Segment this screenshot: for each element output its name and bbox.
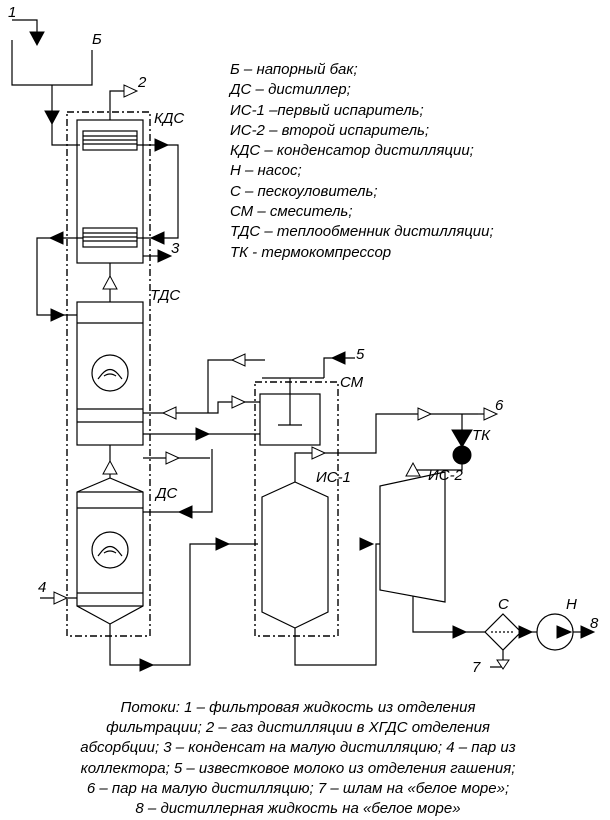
caption-line: Потоки: 1 – фильтровая жидкость из отдел… bbox=[120, 699, 476, 716]
evaporator1-vapor-outlet bbox=[294, 407, 478, 482]
distiller-bottom-outlet bbox=[109, 537, 258, 672]
vapor-up-condenser bbox=[102, 263, 118, 302]
equipment-legend: Б – напорный бак; ДС – дистиллер; ИС-1 –пе… bbox=[230, 60, 494, 263]
heat-exchanger: ТДС bbox=[76, 287, 180, 446]
legend-item: ИС-2 – второй испаритель; bbox=[230, 121, 430, 139]
legend-item: С – пескоуловитель; bbox=[230, 182, 378, 200]
stream-label-4: 4 bbox=[38, 579, 46, 596]
stream-7-outlet: 7 bbox=[472, 650, 510, 676]
caption-line: фильтрации; 2 – газ дистилляции в ХГДС о… bbox=[106, 719, 490, 737]
top-link-line bbox=[207, 353, 265, 413]
distiller-label: ДС bbox=[154, 485, 178, 502]
stream-label-7: 7 bbox=[472, 659, 481, 676]
legend-item: ТДС – теплообменник дистилляции; bbox=[230, 223, 494, 241]
evaporator2-to-sand-trap bbox=[412, 596, 485, 639]
condenser-label: КДС bbox=[154, 110, 184, 127]
stream-label-5: 5 bbox=[356, 346, 365, 363]
legend-item: ИС-1 –первый испаритель; bbox=[230, 101, 424, 119]
caption-line: 8 – дистиллерная жидкость на «белое море… bbox=[135, 800, 461, 818]
sand-trap-to-pump bbox=[518, 625, 537, 639]
condenser-coil-loop bbox=[137, 138, 179, 245]
condenser: КДС bbox=[76, 110, 184, 264]
mixer-label: СМ bbox=[340, 374, 364, 391]
stream-label-8: 8 bbox=[590, 615, 599, 632]
stream-4-inlet: 4 bbox=[38, 579, 77, 605]
pump-label: Н bbox=[566, 596, 577, 613]
stream-2-outlet: 2 bbox=[109, 74, 147, 120]
vapor-to-distiller bbox=[143, 449, 213, 519]
evaporator1-to-evaporator2 bbox=[294, 537, 380, 666]
mixer-outlet-to-distiller bbox=[143, 451, 210, 465]
stream-label-6: 6 bbox=[495, 397, 504, 414]
mixer: СМ bbox=[259, 374, 364, 446]
legend-item: ДС – дистиллер; bbox=[230, 81, 351, 99]
heat-exchanger-label: ТДС bbox=[150, 287, 180, 304]
evaporator1-boundary bbox=[254, 381, 339, 637]
legend-item: Н – насос; bbox=[230, 162, 302, 180]
evaporator2: ИС-2 bbox=[379, 467, 464, 603]
streams-caption: Потоки: 1 – фильтровая жидкость из отдел… bbox=[48, 698, 548, 819]
legend-item: КДС – конденсатор дистилляции; bbox=[230, 142, 474, 160]
tank-to-condenser-line bbox=[44, 85, 80, 146]
pressure-tank-label: Б bbox=[92, 31, 102, 48]
evaporator1-label: ИС-1 bbox=[316, 469, 351, 486]
sand-trap-label: С bbox=[498, 596, 509, 613]
thermocompressor-label: ТК bbox=[472, 427, 491, 444]
stream-3-outlet: 3 bbox=[143, 240, 180, 263]
thermocompressor-to-evaporator2 bbox=[405, 461, 463, 477]
legend-item: ТК - термокомпрессор bbox=[230, 243, 392, 261]
pressure-tank: Б bbox=[11, 31, 102, 86]
vapor-up-heat-exchanger bbox=[102, 445, 118, 478]
stream-label-1: 1 bbox=[8, 4, 16, 21]
caption-line: коллектора; 5 – известковое молоко из от… bbox=[80, 759, 516, 777]
condenser-left-loop bbox=[36, 231, 83, 322]
stream-5-inlet: 5 bbox=[323, 346, 365, 378]
stream-label-2: 2 bbox=[137, 74, 147, 91]
caption-line: 6 – пар на малую дистилляцию; 7 – шлам н… bbox=[86, 779, 510, 797]
stream-8-outlet: 8 bbox=[573, 615, 599, 639]
stream-1-inlet: 1 bbox=[8, 4, 45, 47]
thermocompressor: ТК bbox=[451, 414, 491, 465]
legend-item: СМ – смеситель; bbox=[230, 203, 353, 221]
legend-item: Б – напорный бак; bbox=[230, 61, 358, 78]
distillation-column-boundary bbox=[66, 111, 151, 637]
pump: Н bbox=[536, 596, 577, 651]
caption-line: абсорбции; 3 – конденсат на малую дистил… bbox=[80, 739, 516, 757]
stream-label-3: 3 bbox=[171, 240, 180, 257]
mixer-to-heat-exchanger bbox=[143, 395, 260, 420]
stream-6-outlet: 6 bbox=[478, 397, 504, 421]
evaporator2-label: ИС-2 bbox=[428, 467, 464, 484]
sand-trap: С bbox=[484, 596, 522, 651]
heat-exchanger-to-mixer bbox=[143, 427, 260, 441]
distiller: ДС bbox=[76, 477, 178, 625]
